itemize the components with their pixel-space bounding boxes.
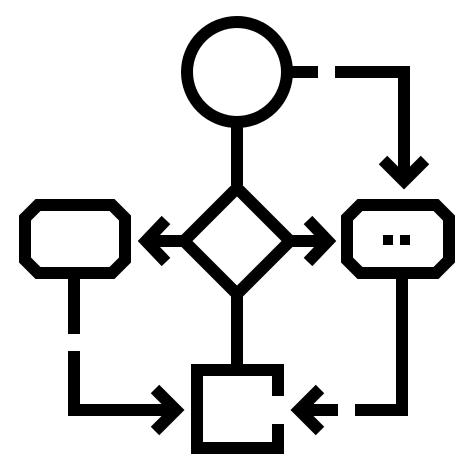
end-square [191, 364, 284, 454]
ellipsis-dot-left [383, 235, 393, 245]
start-circle [181, 16, 293, 128]
left-bottom-connector [68, 273, 185, 436]
right-bottom-connector [290, 273, 408, 436]
top-right-connector [287, 66, 430, 190]
right-process-box [341, 199, 455, 279]
left-process-box [19, 199, 131, 279]
decision-diamond [175, 179, 299, 303]
right-arrow [290, 215, 337, 267]
ellipsis-dot-right [400, 235, 410, 245]
left-arrow [137, 215, 184, 267]
